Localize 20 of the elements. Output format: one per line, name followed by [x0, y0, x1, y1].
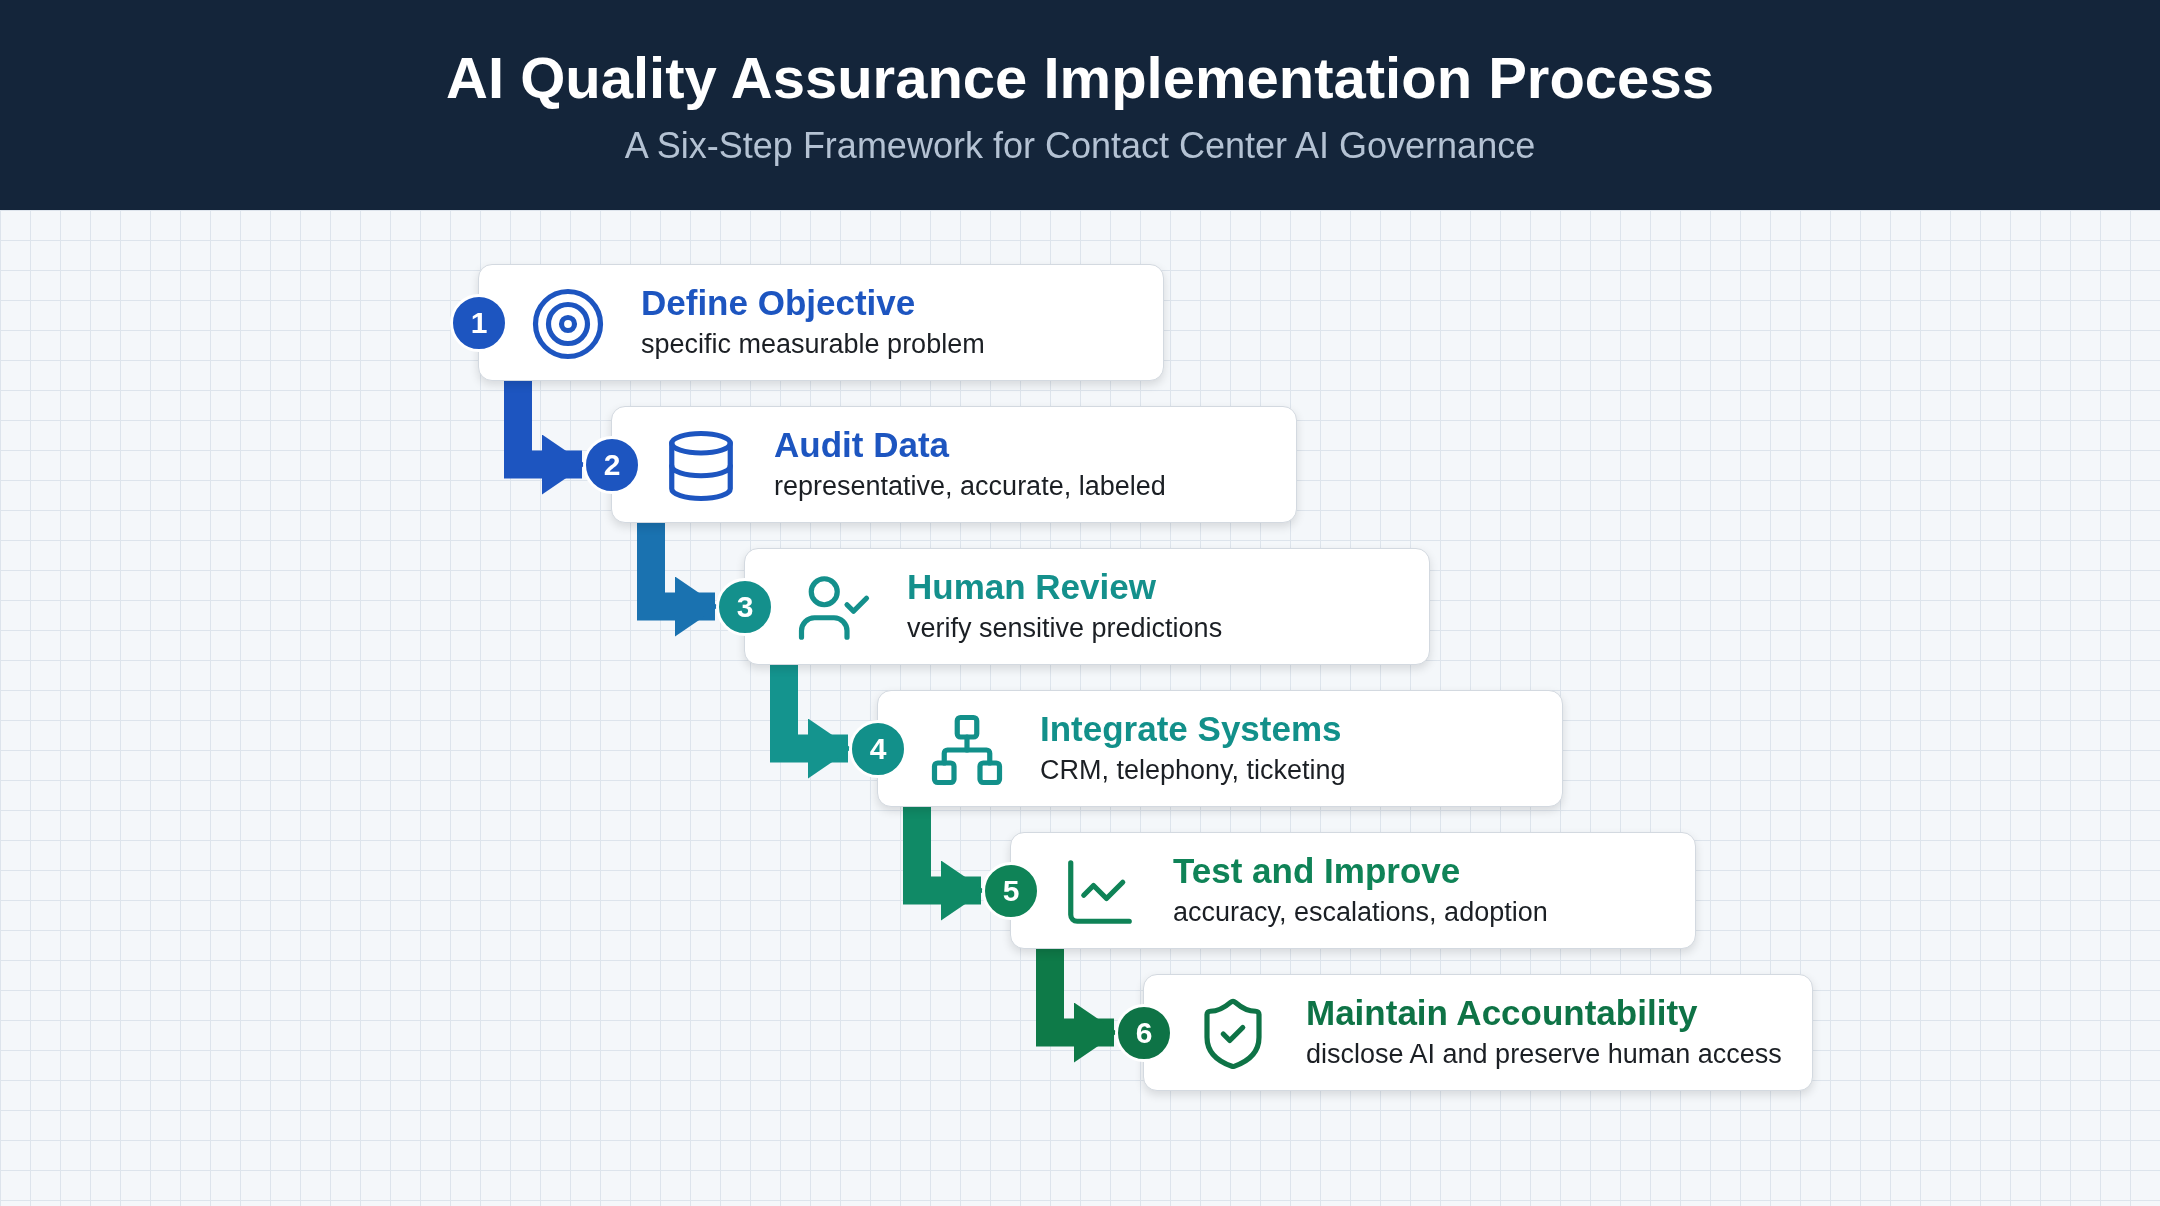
- step-number: 3: [716, 578, 774, 636]
- step-number: 1: [450, 294, 508, 352]
- step-description: CRM, telephony, ticketing: [1040, 755, 1347, 786]
- step-title: Integrate Systems: [1040, 709, 1343, 749]
- step-title: Define Objective: [641, 283, 917, 323]
- step-number: 6: [1115, 1004, 1173, 1062]
- step-title: Human Review: [907, 567, 1157, 607]
- subtitle: A Six-Step Framework for Contact Center AI Governance: [624, 124, 1536, 167]
- step-description: verify sensitive predictions: [907, 613, 1224, 644]
- step-title: Audit Data: [774, 425, 951, 465]
- step-number: 4: [849, 720, 907, 778]
- title: AI Quality Assurance Implementation Process: [446, 43, 1714, 111]
- step-title: Test and Improve: [1173, 851, 1462, 891]
- step-description: disclose AI and preserve human access: [1306, 1039, 1783, 1070]
- step-description: specific measurable problem: [641, 329, 986, 360]
- step-number: 5: [982, 862, 1040, 920]
- step-description: accuracy, escalations, adoption: [1173, 897, 1549, 928]
- step-title: Maintain Accountability: [1306, 993, 1699, 1033]
- step-number: 2: [583, 436, 641, 494]
- step-description: representative, accurate, labeled: [774, 471, 1167, 502]
